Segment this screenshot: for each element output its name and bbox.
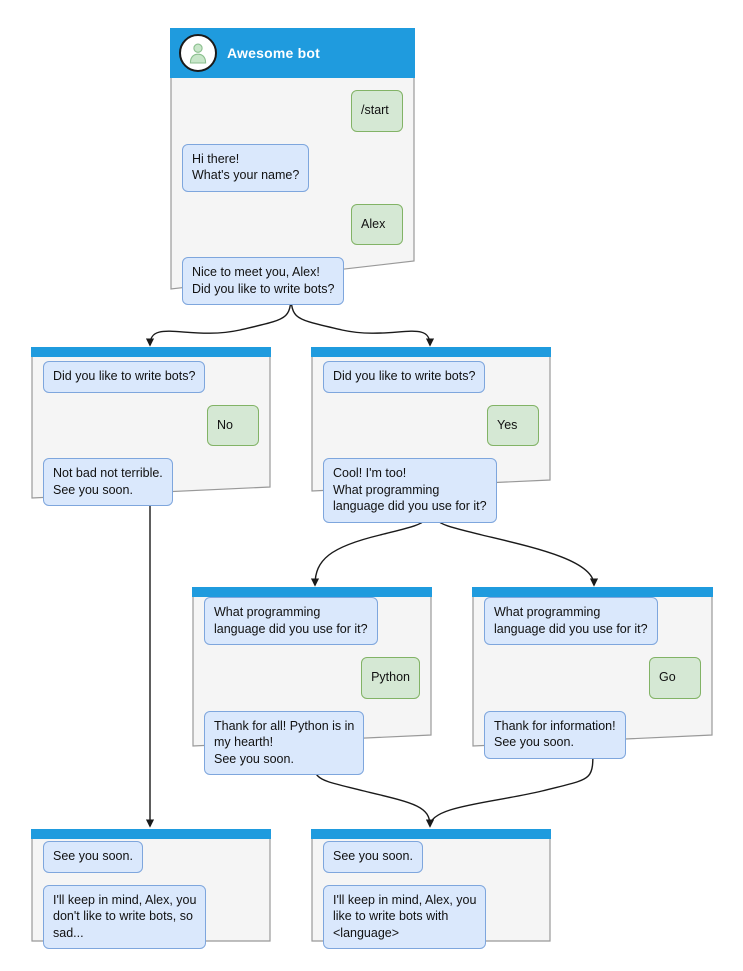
message-bubble-bot[interactable]: Did you like to write bots? [43,361,206,393]
message-bubble-user[interactable]: Alex [351,203,403,245]
message-bubble-bot[interactable]: Thank for all! Python is in my hearth! S… [204,710,365,775]
message-row: Not bad not terrible. See you soon. [43,458,259,506]
message-row: I'll keep in mind, Alex, you like to wri… [323,884,539,949]
message-bubble-bot[interactable]: Not bad not terrible. See you soon. [43,458,173,506]
message-bubble-bot[interactable]: What programming language did you use fo… [204,597,378,645]
message-row: Alex [182,203,403,245]
message-row: Did you like to write bots? [43,361,259,393]
message-bubble-bot[interactable]: Hi there! What's your name? [182,143,310,192]
card-go-branch[interactable]: What programming language did you use fo… [472,587,713,759]
card-end-no-header [31,829,271,839]
message-row: Cool! I'm too! What programming language… [323,458,539,523]
card-python-branch[interactable]: What programming language did you use fo… [192,587,432,775]
user-avatar-icon [179,34,217,72]
card-end-no[interactable]: See you soon. I'll keep in mind, Alex, y… [31,829,271,949]
message-row: /start [182,90,403,132]
message-row: See you soon. [43,841,259,873]
card-yes-branch[interactable]: Did you like to write bots? Yes Cool! I'… [311,347,551,523]
card-end-no-messages: See you soon. I'll keep in mind, Alex, y… [31,841,271,961]
message-bubble-user[interactable]: Yes [487,404,539,446]
message-row: What programming language did you use fo… [484,597,701,645]
message-row: What programming language did you use fo… [204,597,420,645]
card-yes-branch-messages: Did you like to write bots? Yes Cool! I'… [311,361,551,535]
message-bubble-bot[interactable]: Did you like to write bots? [323,361,486,393]
card-python-branch-header [192,587,432,597]
card-no-branch-messages: Did you like to write bots? No Not bad n… [31,361,271,518]
message-bubble-user[interactable]: Go [649,657,701,699]
message-bubble-bot[interactable]: See you soon. [323,841,423,873]
card-root-title: Awesome bot [227,45,320,61]
card-no-branch-header [31,347,271,357]
card-end-yes-messages: See you soon. I'll keep in mind, Alex, y… [311,841,551,961]
message-bubble-bot[interactable]: Cool! I'm too! What programming language… [323,458,497,523]
message-row: Go [484,657,701,699]
card-python-branch-messages: What programming language did you use fo… [192,597,432,787]
message-row: Yes [323,404,539,446]
message-bubble-bot[interactable]: Thank for information! See you soon. [484,710,626,759]
message-row: No [43,404,259,446]
message-row: Did you like to write bots? [323,361,539,393]
message-bubble-bot[interactable]: See you soon. [43,841,143,873]
message-bubble-bot[interactable]: I'll keep in mind, Alex, you don't like … [43,884,207,949]
card-root-messages: /start Hi there! What's your name? Alex … [170,90,415,317]
message-bubble-bot[interactable]: Nice to meet you, Alex! Did you like to … [182,257,345,305]
card-go-branch-messages: What programming language did you use fo… [472,597,713,771]
message-bubble-bot[interactable]: What programming language did you use fo… [484,597,658,645]
card-go-branch-header [472,587,713,597]
card-end-yes-header [311,829,551,839]
card-no-branch[interactable]: Did you like to write bots? No Not bad n… [31,347,271,506]
message-row: Python [204,657,420,699]
message-row: Hi there! What's your name? [182,143,403,192]
message-bubble-bot[interactable]: I'll keep in mind, Alex, you like to wri… [323,884,487,949]
card-root-header: Awesome bot [170,28,415,78]
card-yes-branch-header [311,347,551,357]
message-row: I'll keep in mind, Alex, you don't like … [43,884,259,949]
message-row: See you soon. [323,841,539,873]
message-row: Thank for information! See you soon. [484,710,701,759]
message-bubble-user[interactable]: /start [351,90,403,132]
card-end-yes[interactable]: See you soon. I'll keep in mind, Alex, y… [311,829,551,949]
message-bubble-user[interactable]: Python [361,657,420,699]
message-row: Thank for all! Python is in my hearth! S… [204,710,420,775]
message-row: Nice to meet you, Alex! Did you like to … [182,257,403,305]
message-bubble-user[interactable]: No [207,404,259,446]
card-root[interactable]: Awesome bot /start Hi there! What's your… [170,28,415,305]
